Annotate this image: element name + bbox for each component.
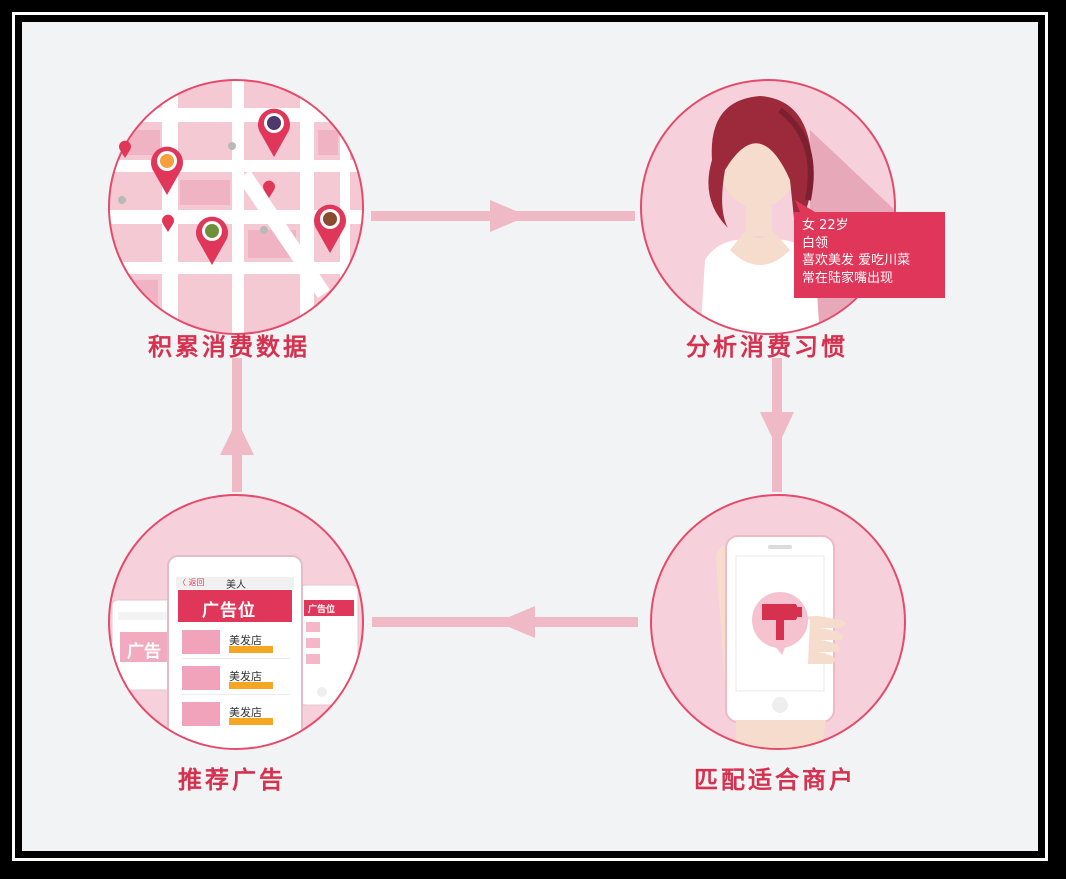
profile-tag-line: 白领 (802, 235, 829, 251)
inner-border (12, 12, 1048, 861)
step-label-collect-data: 积累消费数据 (148, 333, 310, 361)
map-pin-icon (196, 216, 229, 265)
arrow-up-icon (220, 358, 254, 492)
map-pin-icon (263, 180, 275, 198)
arrow-left-icon (372, 606, 638, 638)
shop-name: 美发店 (229, 706, 262, 719)
woman-circle (640, 79, 896, 335)
match-circle (650, 494, 906, 750)
ad-circle (108, 494, 364, 750)
step-label-analyze-habits: 分析消费习惯 (686, 333, 848, 361)
phone-header-title: 美人 (226, 580, 246, 591)
map-circle (108, 79, 364, 335)
profile-tag-line: 常在陆家嘴出现 (802, 270, 894, 286)
step-label-recommend-ads: 推荐广告 (178, 766, 286, 794)
map-pin-icon (257, 108, 290, 157)
side-ad-label: 广告位 (308, 605, 336, 615)
rating-stars (229, 646, 273, 725)
map-pin-icon (119, 140, 132, 158)
profile-tag: 女 22岁 白领 喜欢美发 爱吃川菜 常在陆家嘴出现 (794, 212, 945, 298)
map-pin-icon (313, 204, 346, 253)
shop-name: 美发店 (229, 634, 262, 647)
map-pin-icon (162, 214, 174, 232)
shop-name: 美发店 (229, 670, 262, 683)
back-ad-label: 广告 (127, 642, 161, 662)
map-pin-icon (151, 146, 184, 195)
profile-tag-line: 喜欢美发 爱吃川菜 (802, 253, 911, 268)
phone-back-label: 〈 返回 (178, 578, 205, 587)
arrow-down-icon (760, 358, 794, 492)
arrow-right-icon (371, 200, 635, 232)
hair-dryer-icon (752, 592, 808, 655)
ad-slot-label: 广告位 (202, 601, 256, 621)
step-label-match-merchants: 匹配适合商户 (694, 766, 856, 794)
profile-tag-line: 女 22岁 (802, 218, 849, 233)
